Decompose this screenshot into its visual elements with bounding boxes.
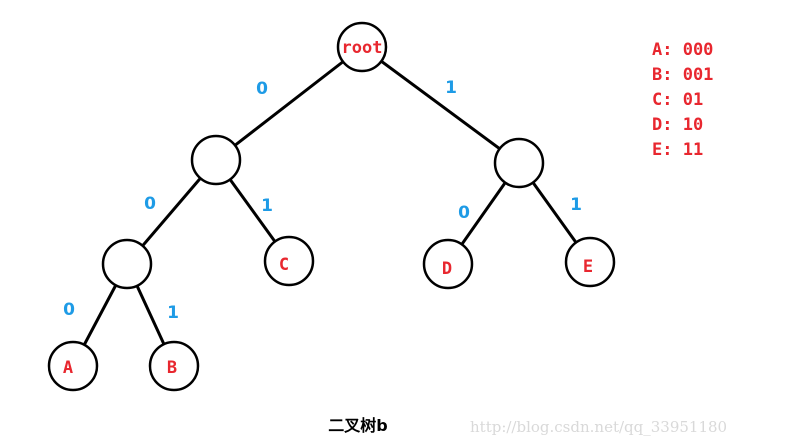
- node-label-d: D: [442, 259, 452, 279]
- edge-label-n0-c: 1: [261, 196, 273, 216]
- node-a: [47, 340, 99, 392]
- legend-entry-e: E: 11: [652, 140, 703, 160]
- node-e: [564, 236, 616, 288]
- legend-entry-b: B: 001: [652, 65, 713, 85]
- edge-root-n1: [361, 45, 520, 165]
- edge-label-root-n1: 1: [445, 78, 457, 98]
- node-internal-0: [190, 134, 242, 186]
- node-b: [148, 340, 200, 392]
- edge-root-n0: [215, 45, 363, 162]
- watermark-text: http://blog.csdn.net/qq_33951180: [470, 418, 727, 436]
- node-label-root: root: [342, 38, 383, 58]
- edge-label-root-n0: 0: [256, 79, 268, 99]
- node-label-e: E: [583, 257, 593, 277]
- node-label-a: A: [63, 358, 73, 378]
- edge-label-n0-n00: 0: [144, 194, 156, 214]
- node-internal-1: [493, 137, 545, 189]
- node-label-c: C: [279, 255, 289, 275]
- diagram-caption: 二叉树b: [328, 416, 387, 435]
- legend-entry-d: D: 10: [652, 115, 703, 135]
- code-legend: A: 000 B: 001 C: 01 D: 10 E: 11: [652, 40, 713, 160]
- edge-label-n1-d: 0: [458, 203, 470, 223]
- node-root: [336, 21, 388, 73]
- legend-entry-a: A: 000: [652, 40, 713, 60]
- edge-label-n00-b: 1: [167, 303, 179, 323]
- node-label-b: B: [167, 358, 177, 378]
- edge-label-n1-e: 1: [570, 195, 582, 215]
- legend-entry-c: C: 01: [652, 90, 703, 110]
- node-c: [263, 235, 315, 287]
- node-d: [422, 238, 474, 290]
- edge-label-n00-a: 0: [63, 300, 75, 320]
- node-internal-00: [101, 238, 153, 290]
